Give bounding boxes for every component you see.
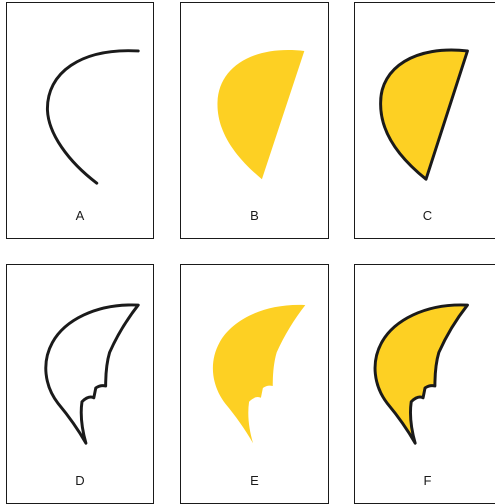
panel-c: C bbox=[354, 2, 495, 239]
panel-label-b: B bbox=[181, 209, 328, 222]
panel-label-a: A bbox=[7, 209, 153, 222]
panel-f: F bbox=[354, 264, 495, 504]
filled-crescent-illustration bbox=[181, 265, 328, 503]
jagged-crescent-outline bbox=[46, 305, 138, 443]
open-curve-path bbox=[47, 51, 138, 183]
panel-b: B bbox=[180, 2, 329, 239]
panel-label-d: D bbox=[7, 474, 153, 487]
jagged-crescent-fill-stroke bbox=[375, 305, 467, 443]
panel-a: A bbox=[6, 2, 154, 239]
panel-label-e: E bbox=[181, 474, 328, 487]
panel-d: D bbox=[6, 264, 154, 504]
filled-stroked-half-moon-illustration bbox=[355, 3, 495, 238]
panel-label-c: C bbox=[355, 209, 495, 222]
open-curve-path-illustration bbox=[7, 3, 153, 238]
filled-stroked-crescent-illustration bbox=[355, 265, 495, 503]
half-moon-fill-stroke bbox=[381, 50, 468, 179]
panel-e: E bbox=[180, 264, 329, 504]
jagged-crescent-fill bbox=[213, 305, 305, 443]
half-moon-fill bbox=[217, 50, 304, 179]
panel-label-f: F bbox=[355, 474, 495, 487]
filled-half-moon-illustration bbox=[181, 3, 328, 238]
outlined-crescent-illustration bbox=[7, 265, 153, 503]
